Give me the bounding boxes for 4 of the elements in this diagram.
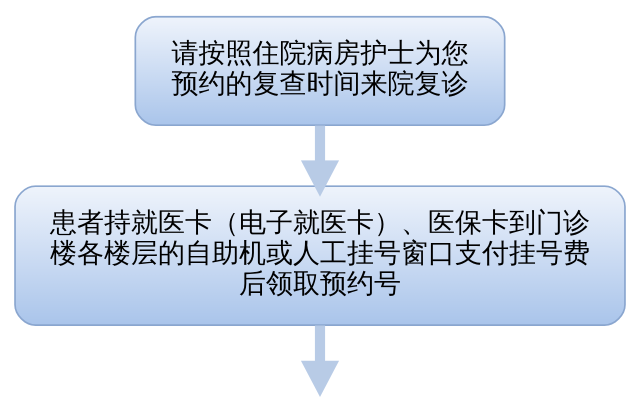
arrow xyxy=(300,125,340,196)
node-box: 请按照住院病房护士为您预约的复查时间来院复诊 xyxy=(134,15,506,126)
arrow xyxy=(300,324,340,397)
node-box: 患者持就医卡（电子就医卡）、医保卡到门诊楼各楼层的自助机或人工挂号窗口支付挂号费后领取预约号 xyxy=(14,184,626,326)
